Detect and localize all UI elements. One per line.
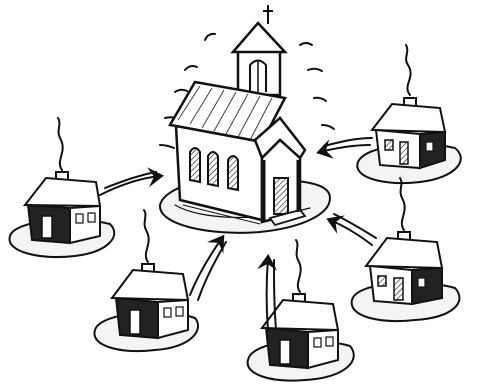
- house-icon: [352, 178, 460, 321]
- church-icon: [170, 5, 305, 225]
- house-icon: [357, 45, 461, 183]
- arrow-icon: [267, 258, 269, 330]
- arrow-icon: [334, 214, 376, 238]
- house-icon: [248, 240, 354, 381]
- smoke-icon: [58, 118, 63, 170]
- smoke-icon: [296, 240, 301, 292]
- smoke-icon: [406, 45, 411, 95]
- smoke-icon: [144, 210, 149, 262]
- cross-icon: [263, 5, 273, 24]
- arrow-icon: [105, 172, 156, 188]
- arrow-icon: [190, 238, 222, 295]
- smoke-icon: [400, 178, 405, 230]
- arrow-icon: [274, 260, 276, 330]
- house-icon: [10, 118, 115, 257]
